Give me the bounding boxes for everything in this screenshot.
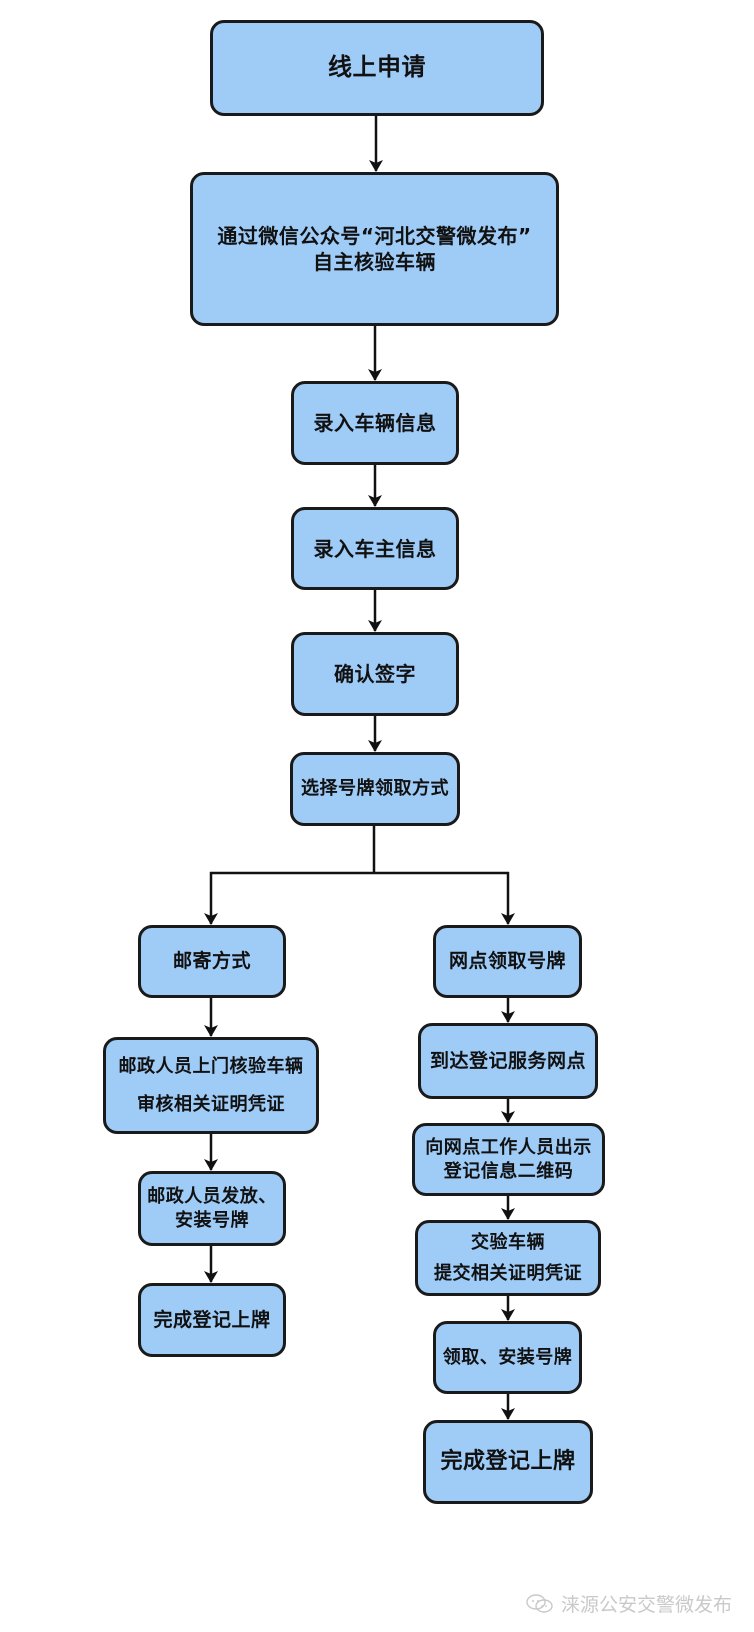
node-enter-owner: 录入车主信息 xyxy=(291,507,459,590)
node-postal-verify: 邮政人员上门核验车辆 审核相关证明凭证 xyxy=(103,1037,319,1134)
node-text: 邮政人员上门核验车辆 xyxy=(118,1056,304,1078)
node-text: 选择号牌领取方式 xyxy=(301,778,449,800)
node-text: 邮寄方式 xyxy=(172,950,251,973)
wechat-icon xyxy=(526,1593,553,1613)
node-text: 提交相关证明凭证 xyxy=(434,1263,582,1284)
node-text: 通过微信公众号“河北交警微发布” xyxy=(217,224,532,248)
node-text: 领取、安装号牌 xyxy=(442,1346,573,1368)
node-confirm-sign: 确认签字 xyxy=(291,632,459,716)
node-text: 网点领取号牌 xyxy=(448,950,566,973)
node-text: 线上申请 xyxy=(328,53,426,82)
node-text: 到达登记服务网点 xyxy=(429,1049,586,1072)
node-text: 自主核验车辆 xyxy=(313,250,436,274)
node-text: 确认签字 xyxy=(334,662,416,686)
node-mail-method: 邮寄方式 xyxy=(138,925,286,998)
node-text: 完成登记上牌 xyxy=(153,1308,271,1331)
node-choose-method: 选择号牌领取方式 xyxy=(290,752,460,826)
node-text: 交验车辆 xyxy=(471,1231,545,1253)
node-self-verify: 通过微信公众号“河北交警微发布” 自主核验车辆 xyxy=(190,172,559,326)
node-text: 审核相关证明凭证 xyxy=(137,1093,285,1115)
node-postal-install: 邮政人员发放、 安装号牌 xyxy=(138,1171,286,1246)
node-text: 录入车辆信息 xyxy=(313,411,437,435)
node-text: 安装号牌 xyxy=(175,1209,249,1231)
node-text: 登记信息二维码 xyxy=(443,1160,574,1182)
watermark-text: 涞源公安交警微发布 xyxy=(560,1594,732,1616)
node-outlet-method: 网点领取号牌 xyxy=(433,925,582,998)
node-collect-install: 领取、安装号牌 xyxy=(433,1321,582,1394)
node-arrive-outlet: 到达登记服务网点 xyxy=(418,1023,598,1099)
node-text: 邮政人员发放、 xyxy=(147,1186,277,1208)
node-online-apply: 线上申请 xyxy=(210,20,544,116)
node-mail-complete: 完成登记上牌 xyxy=(138,1283,286,1357)
node-enter-vehicle: 录入车辆信息 xyxy=(291,381,459,465)
node-outlet-complete: 完成登记上牌 xyxy=(423,1420,593,1504)
node-text: 完成登记上牌 xyxy=(440,1448,576,1474)
watermark: 涞源公安交警微发布 xyxy=(525,1590,732,1617)
node-text: 向网点工作人员出示 xyxy=(425,1137,592,1159)
node-text: 录入车主信息 xyxy=(313,536,437,561)
node-show-qr: 向网点工作人员出示 登记信息二维码 xyxy=(412,1123,605,1196)
node-submit-vehicle: 交验车辆 提交相关证明凭证 xyxy=(415,1220,601,1296)
